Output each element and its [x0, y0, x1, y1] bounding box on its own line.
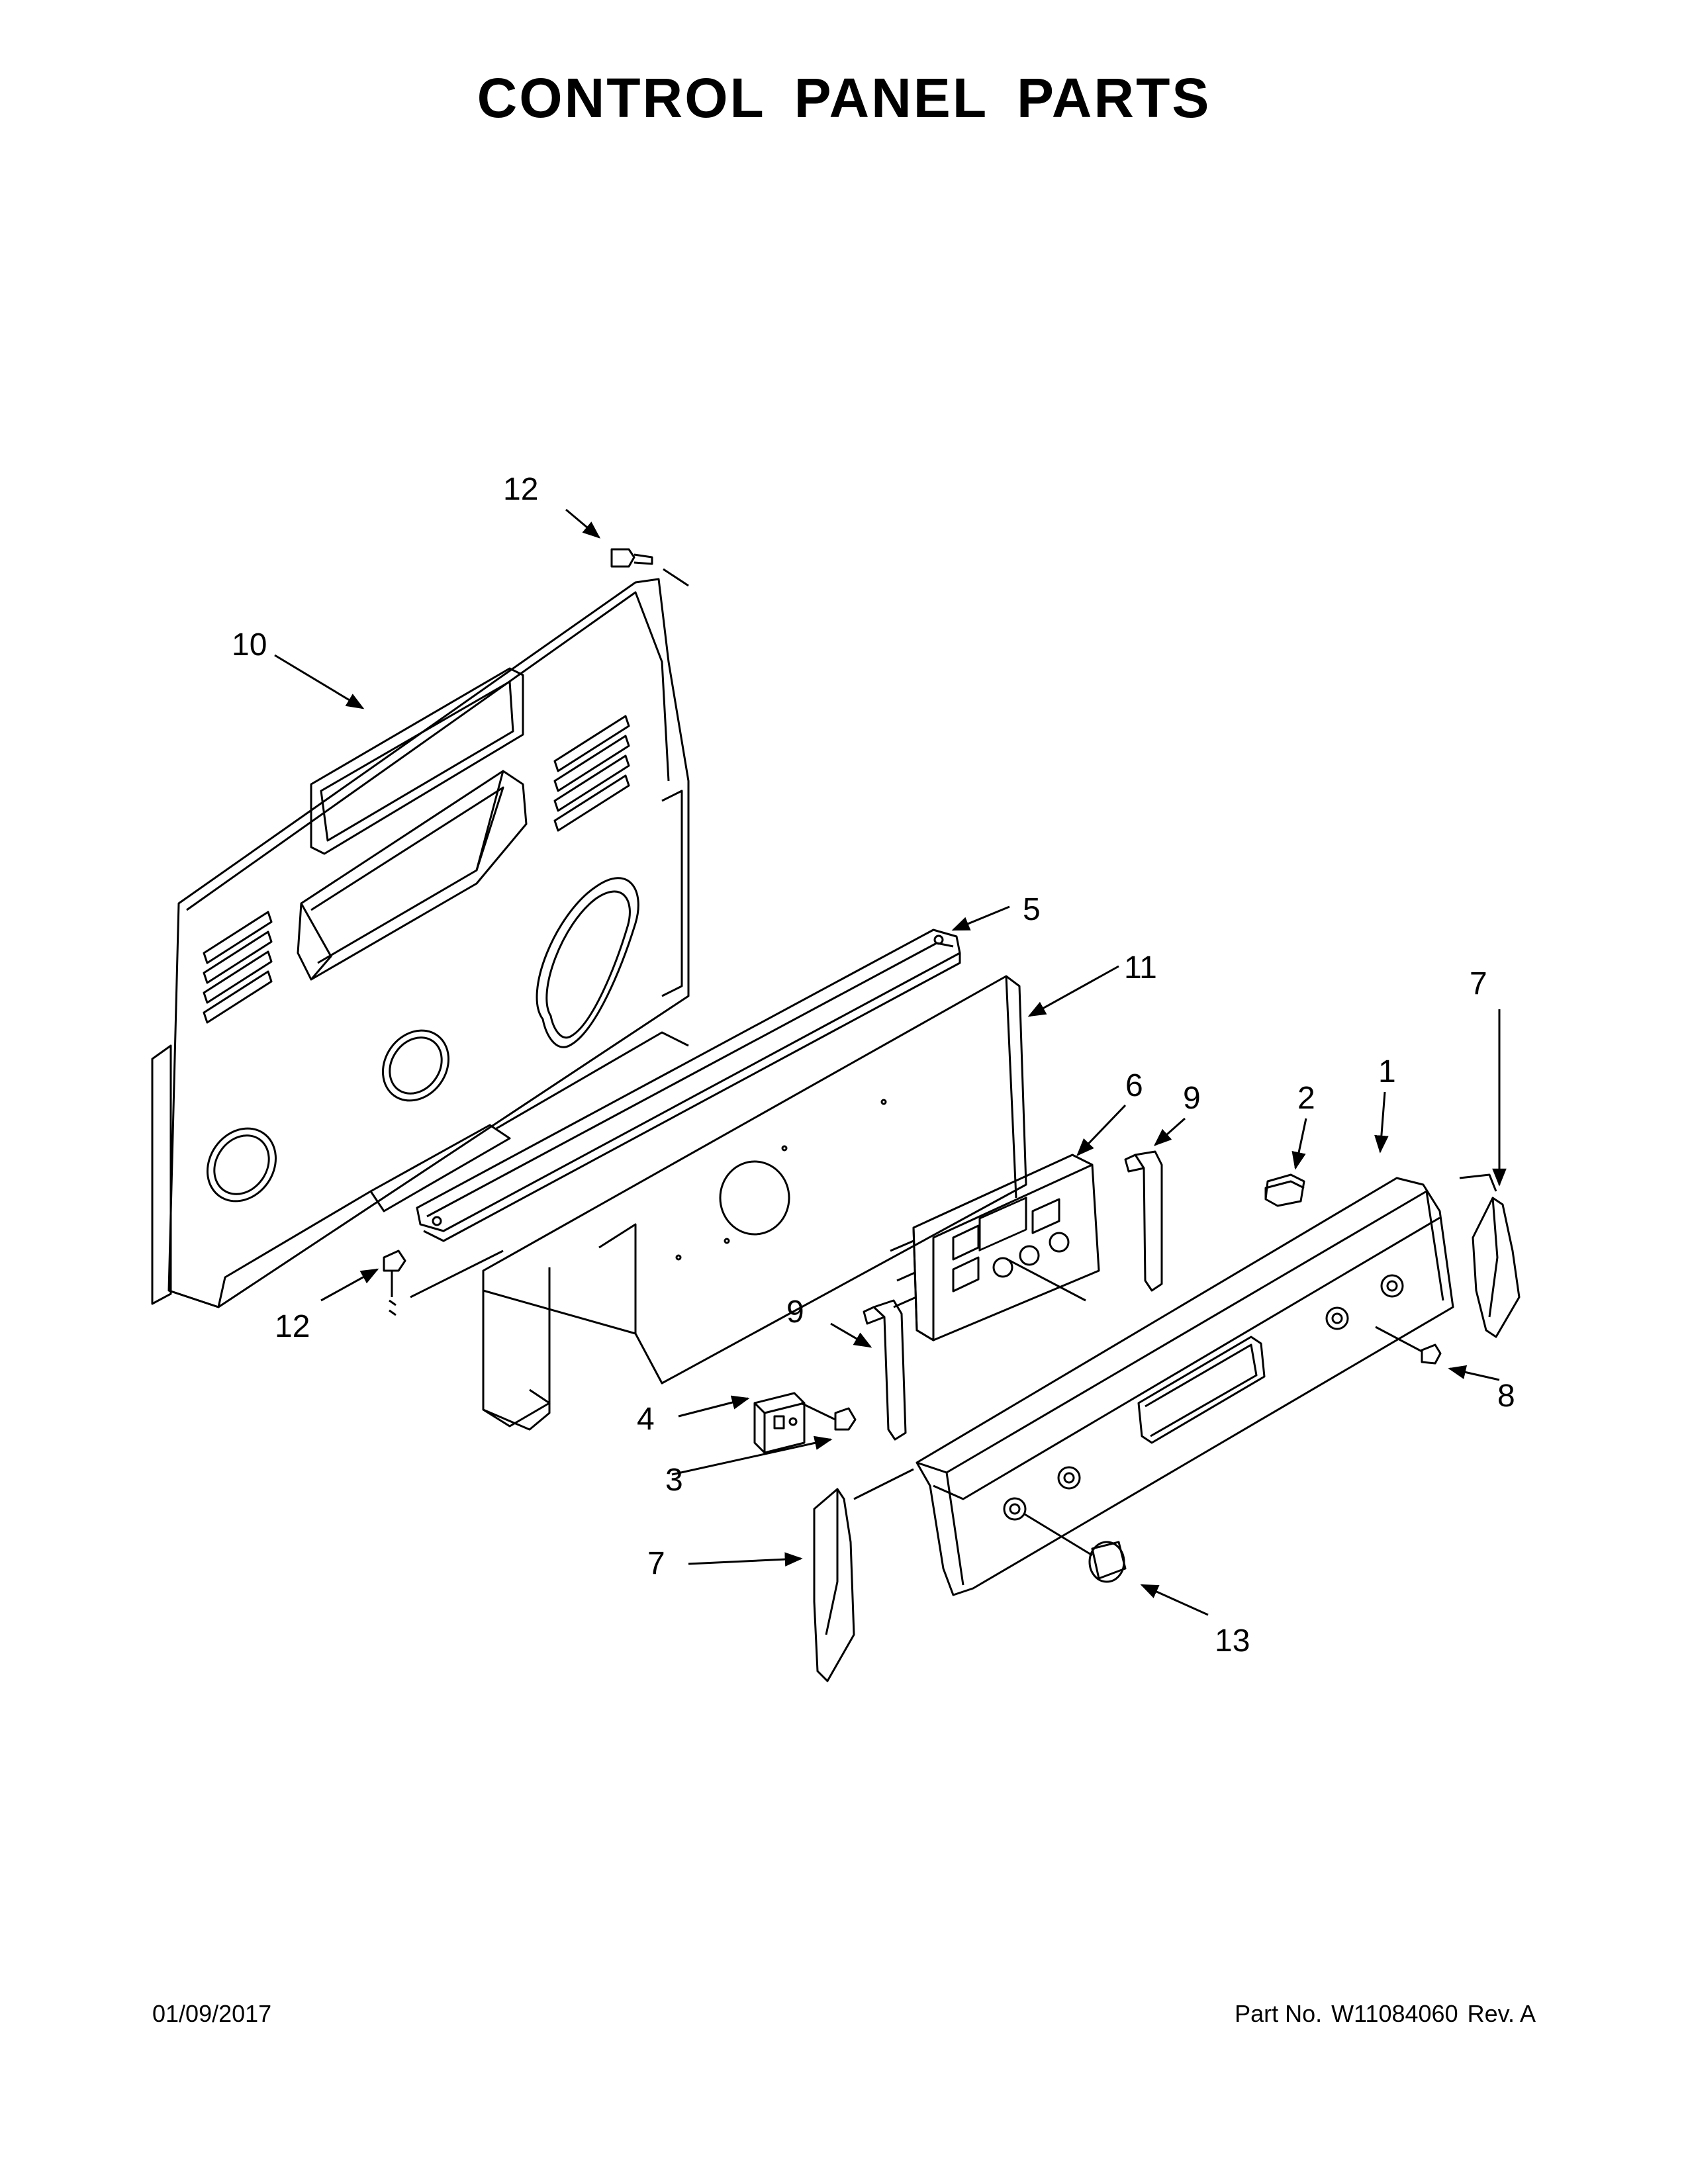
callout-9-right: 9	[1183, 1081, 1201, 1116]
leader-lines	[274, 508, 1507, 1616]
page-title: CONTROL PANEL PARTS	[477, 67, 1211, 129]
part-number: W11084060	[1331, 2000, 1458, 2027]
footer-part-info: Part No. W11084060 Rev. A	[1225, 2000, 1536, 2028]
callout-12-bottom: 12	[275, 1309, 310, 1344]
callout-11: 11	[1124, 950, 1157, 985]
callout-10: 10	[232, 627, 267, 662]
callout-4: 4	[637, 1402, 655, 1437]
part-9-bracket-left	[863, 1299, 907, 1441]
part-10-console-back-panel	[151, 578, 690, 1308]
part-4-infinite-switch	[753, 1392, 806, 1454]
callout-5: 5	[1023, 892, 1041, 927]
callout-labels: 12 10 5 11 7 1 6 2 9 12 9 4 8 3 7 13	[232, 472, 1515, 1659]
callout-12-top: 12	[503, 472, 538, 507]
part-8-screw	[1375, 1326, 1442, 1365]
callout-3: 3	[665, 1463, 683, 1498]
part-5-bracket-channel	[416, 929, 961, 1242]
part-13-knob	[1024, 1513, 1127, 1583]
part-12-screw-bottom	[383, 1250, 504, 1316]
part-9-bracket-right	[1124, 1150, 1163, 1292]
callout-2: 2	[1297, 1081, 1315, 1116]
part-12-screw-top	[610, 548, 689, 587]
callout-7-right: 7	[1470, 966, 1487, 1001]
footer-date: 01/09/2017	[152, 2000, 272, 2027]
part-7-end-cap-right	[1459, 1173, 1521, 1338]
revision: Rev. A	[1467, 2000, 1536, 2027]
callout-8: 8	[1497, 1379, 1515, 1414]
callout-9-left: 9	[786, 1295, 804, 1330]
part-11-control-panel-shield	[482, 975, 1027, 1431]
callout-7-left: 7	[647, 1546, 665, 1581]
part-2-clip	[1264, 1173, 1305, 1207]
part-3-screw	[800, 1402, 857, 1431]
callout-1: 1	[1378, 1054, 1396, 1089]
callout-13: 13	[1215, 1623, 1250, 1659]
callout-6: 6	[1125, 1068, 1143, 1103]
part-number-label: Part No.	[1235, 2000, 1323, 2027]
part-7-end-cap-left	[813, 1468, 914, 1682]
part-1-console-panel	[915, 1177, 1454, 1596]
part-6-electronic-control	[890, 1154, 1100, 1342]
